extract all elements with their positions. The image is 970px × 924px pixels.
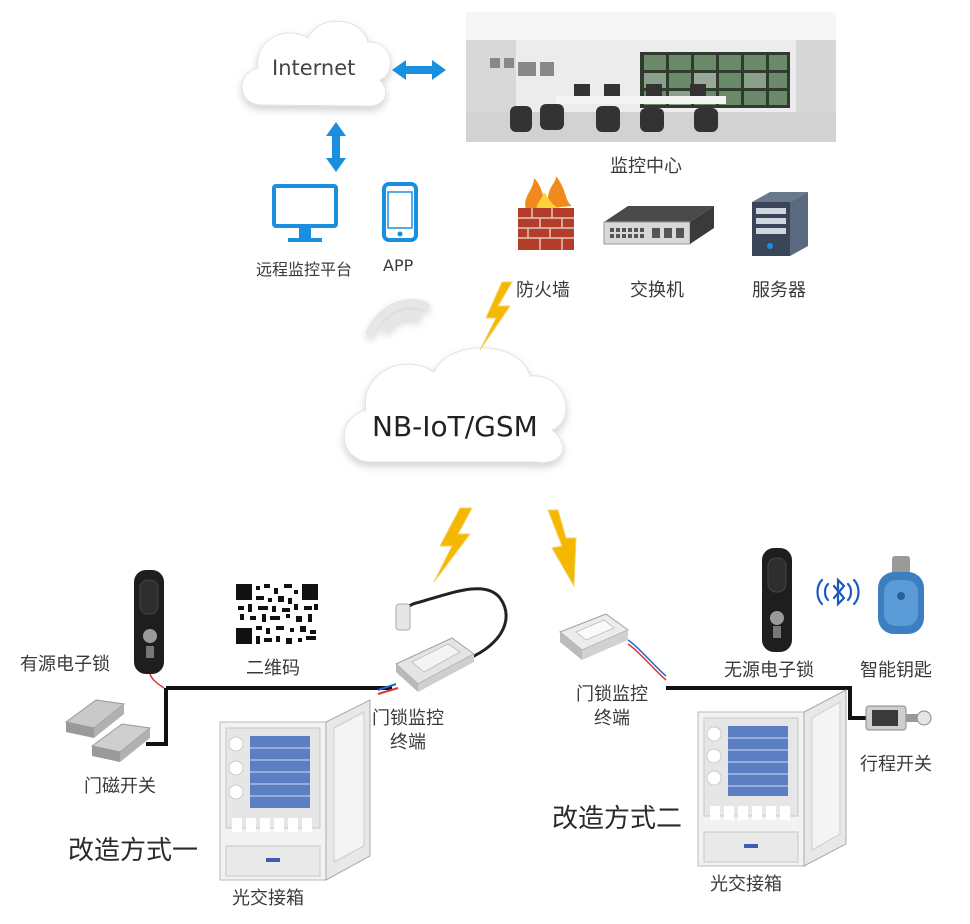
passive-lock-label: 无源电子锁 [724,660,814,681]
terminal-2-line1: 门锁监控 [576,684,648,705]
terminal-1-line2: 终端 [390,732,426,753]
cabinet-1-label: 光交接箱 [232,888,304,909]
firewall-label: 防火墙 [516,280,570,301]
scheme-1-label: 改造方式一 [68,836,199,866]
door-sensor-label: 门磁开关 [84,776,156,797]
qr-code-label: 二维码 [246,658,300,679]
active-lock-label: 有源电子锁 [20,654,110,675]
server-label: 服务器 [752,280,806,301]
internet-label: Internet [272,56,356,80]
monitor-center-label: 监控中心 [610,156,682,177]
cabinet-2-label: 光交接箱 [710,874,782,895]
terminal-1-line1: 门锁监控 [372,708,444,729]
network-label: NB-IoT/GSM [372,410,538,443]
scheme-2-label: 改造方式二 [552,804,683,834]
smart-key-label: 智能钥匙 [860,660,932,681]
terminal-2-line2: 终端 [594,708,630,729]
app-label: APP [383,256,414,275]
switch-label: 交换机 [630,280,684,301]
remote-platform-label: 远程监控平台 [256,260,353,279]
travel-switch-label: 行程开关 [860,754,932,775]
